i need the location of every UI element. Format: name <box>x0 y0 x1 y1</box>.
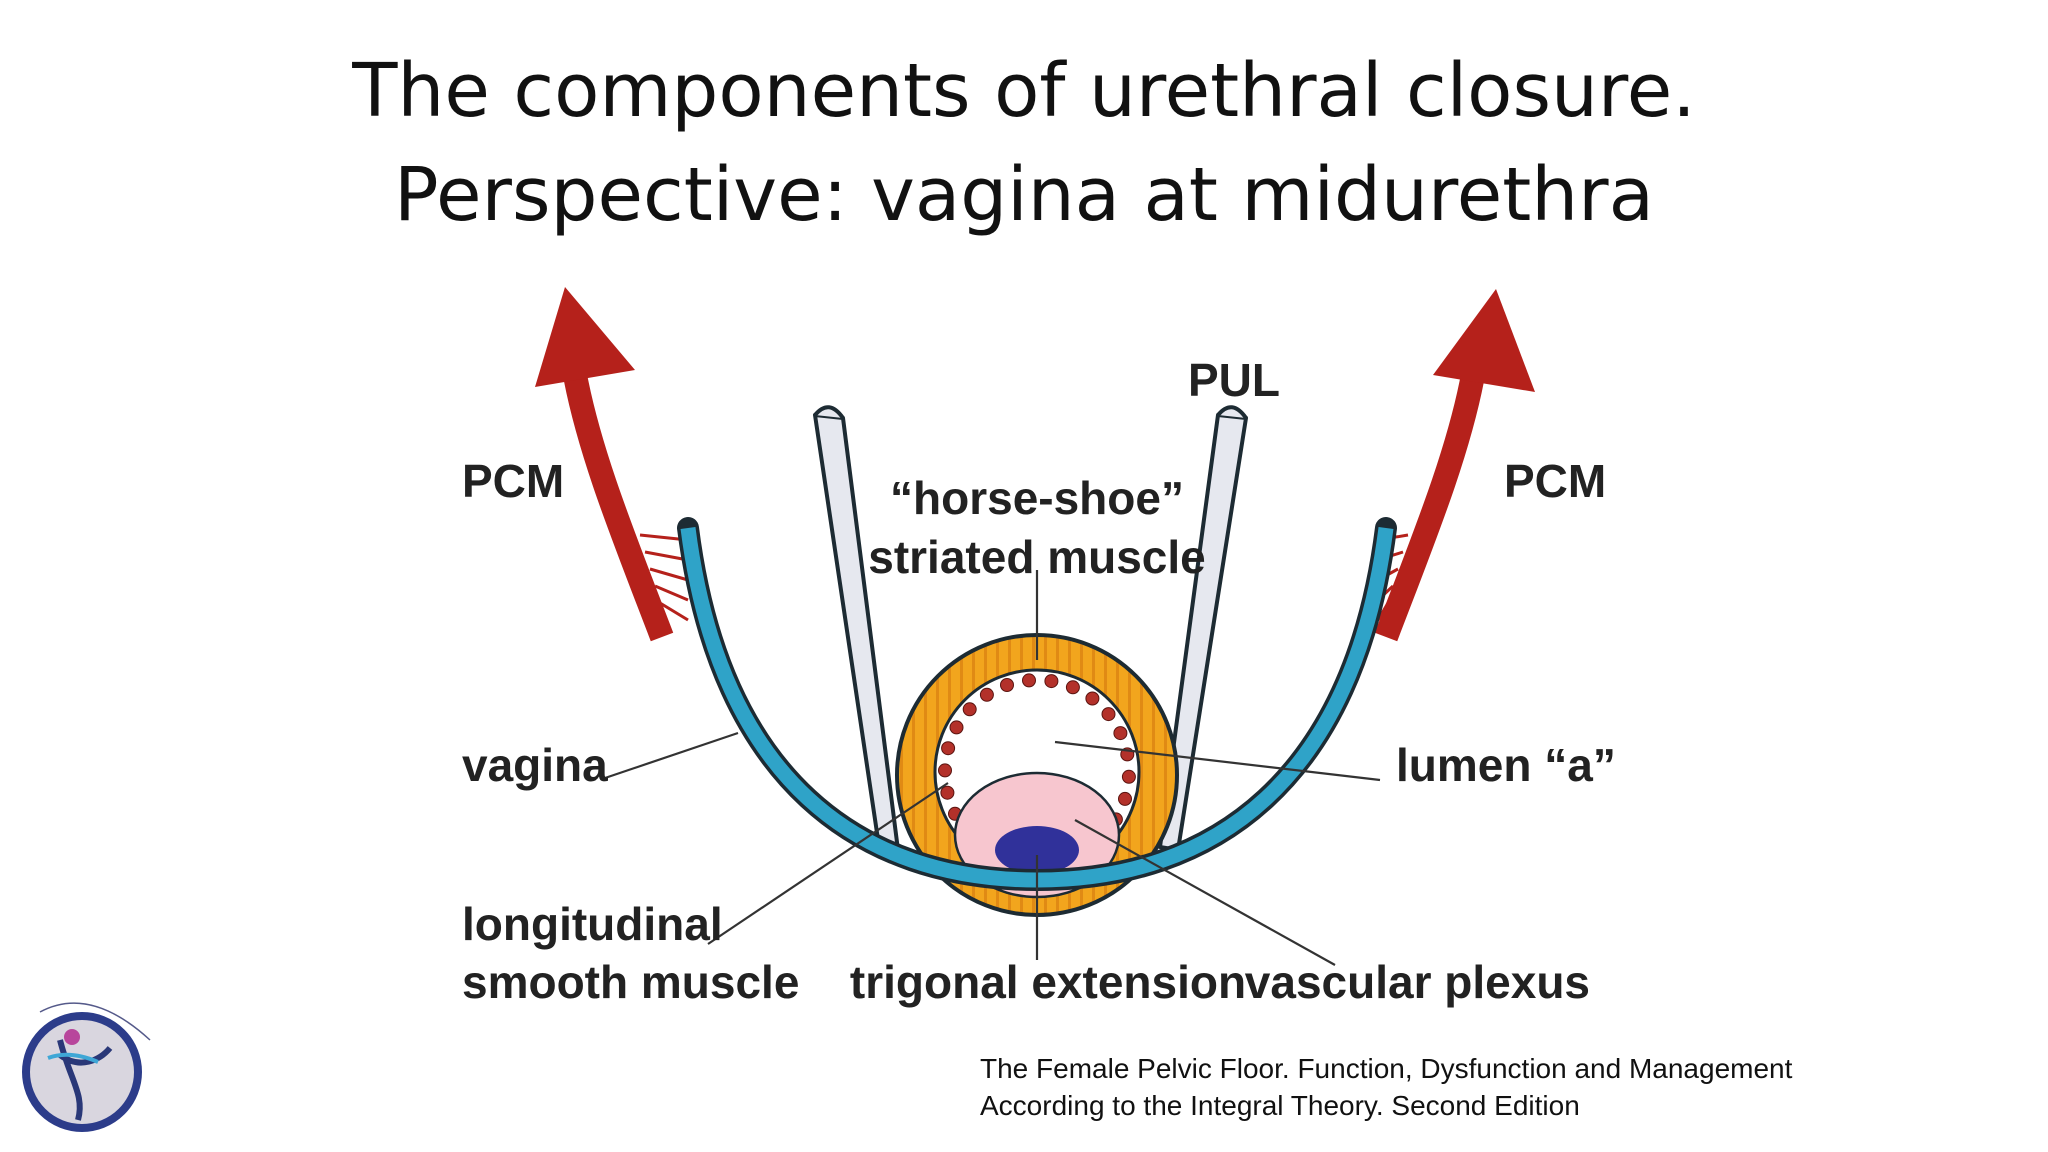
vagina-label: vagina <box>462 739 608 791</box>
vascular-dot <box>979 687 994 702</box>
pcm-left-arrow <box>535 287 689 642</box>
leader-lines <box>604 570 1381 966</box>
pubourethral-ligament-left <box>813 405 900 855</box>
vascular-dot <box>1022 673 1036 688</box>
vascular-plexus-label: vascular plexus <box>1245 956 1590 1008</box>
longitudinal-label-line-2: smooth muscle <box>462 956 799 1008</box>
pcm-right-label: PCM <box>1504 455 1606 507</box>
horse-shoe-label-line-2: striated muscle <box>868 531 1205 583</box>
vascular-dot <box>1101 707 1116 722</box>
vascular-dot <box>940 785 955 800</box>
vascular-dot <box>941 741 956 756</box>
horse-shoe-label-line-1: “horse-shoe” <box>890 472 1184 524</box>
citation-line-1: The Female Pelvic Floor. Function, Dysfu… <box>980 1053 1793 1084</box>
vascular-dot <box>949 720 964 735</box>
vascular-dot <box>938 763 952 778</box>
vascular-dot <box>1000 678 1014 692</box>
pcm-left-label: PCM <box>462 455 564 507</box>
citation: The Female Pelvic Floor. Function, Dysfu… <box>980 1050 1792 1124</box>
vascular-dot <box>1121 769 1136 784</box>
vascular-dot <box>1118 791 1132 806</box>
vascular-dot <box>1085 691 1100 706</box>
lumen-label: lumen “a” <box>1396 739 1616 791</box>
logo <box>22 1002 151 1132</box>
vascular-dot <box>1065 680 1080 695</box>
vascular-dot <box>962 702 977 717</box>
slide-title-line-1: The components of urethral closure. <box>352 48 1696 134</box>
slide-title-line-2: Perspective: vagina at midurethra <box>394 152 1654 238</box>
longitudinal-label-line-1: longitudinal <box>462 898 723 950</box>
vascular-dot <box>1044 674 1059 689</box>
pul-label: PUL <box>1188 354 1280 406</box>
trigonal-extension <box>995 826 1079 874</box>
trigonal-extension-label: trigonal extension <box>850 956 1246 1008</box>
citation-line-2: According to the Integral Theory. Second… <box>980 1090 1580 1121</box>
vascular-dot <box>1113 726 1128 741</box>
